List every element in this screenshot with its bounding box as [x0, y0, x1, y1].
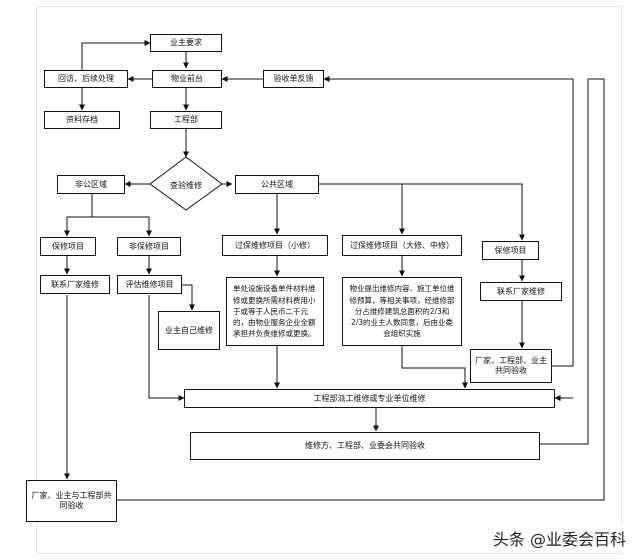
diagram-frame: [36, 6, 622, 554]
node-acceptance-feedback: 验收单反馈: [263, 70, 324, 88]
node-public-area: 公共区域: [235, 175, 319, 194]
node-warranty-right: 保修项目: [482, 241, 539, 260]
watermark: 头条 @业委会百科: [486, 524, 632, 552]
node-property-desk: 物业前台: [152, 70, 222, 88]
node-followup: 回访、后续处理: [44, 70, 128, 88]
node-inspect-repair: 查验维修: [170, 180, 202, 190]
node-owner-self-repair: 业主自己维修: [158, 311, 220, 350]
node-contact-vendor-right: 联系厂家维修: [480, 282, 562, 301]
node-joint-acceptance-left: 厂家、业主与工程部共同验收: [26, 480, 117, 522]
node-minor-header: 过保维修项目（小修）: [222, 235, 328, 256]
node-minor-desc: 单处设施设备单件材料维修或更换所需材料费用小于或等于人民币二千元的，由物业服务企…: [226, 277, 324, 346]
node-joint-acceptance-right: 厂家、工程部、业主共同验收: [470, 349, 552, 383]
edge-followup-request: [81, 40, 151, 70]
decision-diamond: [149, 156, 223, 211]
node-non-public-area: 非公区域: [57, 175, 125, 194]
node-warranty-left: 保修项目: [40, 237, 96, 256]
node-major-header: 过保维修项目（大修、中修）: [342, 235, 462, 256]
node-joint-acceptance-committee: 维修方、工程部、业委会共同验收: [190, 432, 540, 460]
node-contact-vendor-left: 联系厂家维修: [40, 275, 110, 294]
node-dispatch-repair: 工程部派工维修或专业单位维修: [184, 389, 555, 408]
node-non-warranty: 非保修项目: [117, 237, 181, 256]
node-evaluate-item: 评估维修项目: [117, 275, 182, 294]
node-major-desc: 物业提出维修内容、施工单位维修预算，等相关事项，经维修部分占维修建筑总面积的2/…: [342, 277, 462, 346]
node-archive: 资料存档: [44, 111, 120, 129]
node-owner-request: 业主要求: [150, 34, 222, 52]
node-engineering-dept: 工程部: [150, 111, 222, 129]
